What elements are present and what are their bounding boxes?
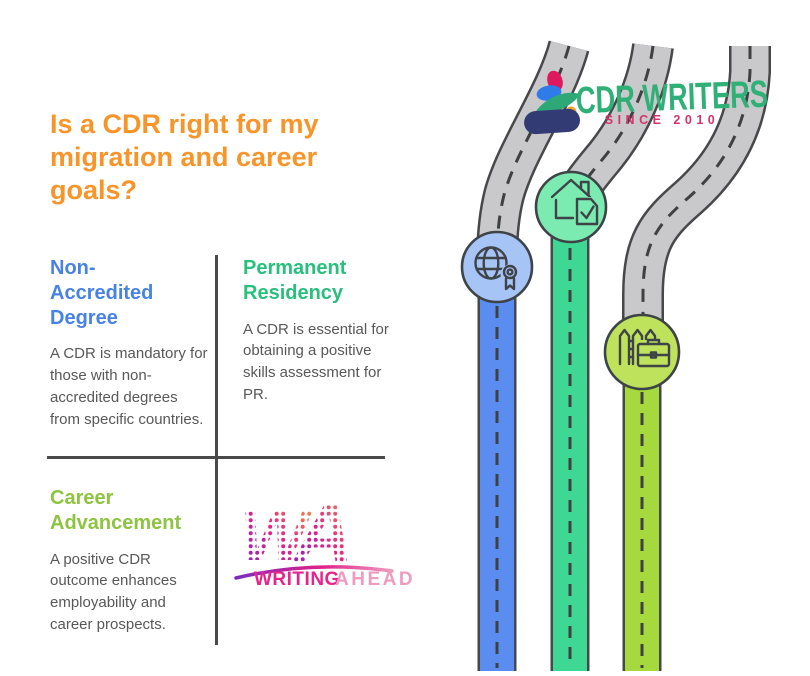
section-non-accredited-degree: Non-Accredited Degree A CDR is mandatory… (50, 256, 210, 430)
house-check-icon (550, 178, 599, 226)
gray-road-3 (622, 46, 771, 338)
section-heading: Permanent Residency (243, 257, 347, 304)
fence-briefcase-icon (618, 328, 671, 368)
monogram-a: A (292, 489, 353, 580)
section-heading: Career Advancement (50, 487, 182, 534)
wordmark-ahead: AHEAD (335, 569, 412, 590)
cdr-writers-logo: CDR WRITERS SINCE 2010 (524, 70, 769, 135)
logo-green-swoosh (534, 92, 580, 115)
section-body: A CDR is mandatory for those with non-ac… (50, 345, 208, 428)
section-body: A CDR is essential for obtaining a posit… (243, 320, 389, 403)
monogram-w: W (240, 496, 314, 576)
monogram-arc (234, 565, 394, 580)
vertical-divider (215, 255, 218, 645)
section-permanent-residency: Permanent Residency A CDR is essential f… (243, 256, 395, 406)
house-check-milestone (534, 170, 608, 244)
logo-navy-blob (524, 108, 580, 135)
cdr-writers-logo-mark (524, 70, 580, 135)
section-career-advancement: Career Advancement A positive CDR outcom… (50, 486, 208, 636)
globe-award-icon (474, 246, 520, 291)
writing-ahead-monogram: W A (240, 489, 353, 580)
globe-award-milestone (460, 230, 534, 304)
section-body: A positive CDR outcome enhances employab… (50, 550, 177, 633)
writing-ahead-logo: W A WRITING AHEAD (234, 489, 412, 590)
horizontal-divider (47, 456, 385, 459)
page-title: Is a CDR right for my migration and care… (50, 109, 319, 206)
career-milestone (603, 313, 681, 391)
wordmark-writing: WRITING (254, 569, 340, 590)
section-heading: Non-Accredited Degree (50, 257, 154, 329)
cdr-writers-wordmark: CDR WRITERS (575, 74, 768, 123)
cdr-writers-tagline: SINCE 2010 (605, 113, 719, 127)
